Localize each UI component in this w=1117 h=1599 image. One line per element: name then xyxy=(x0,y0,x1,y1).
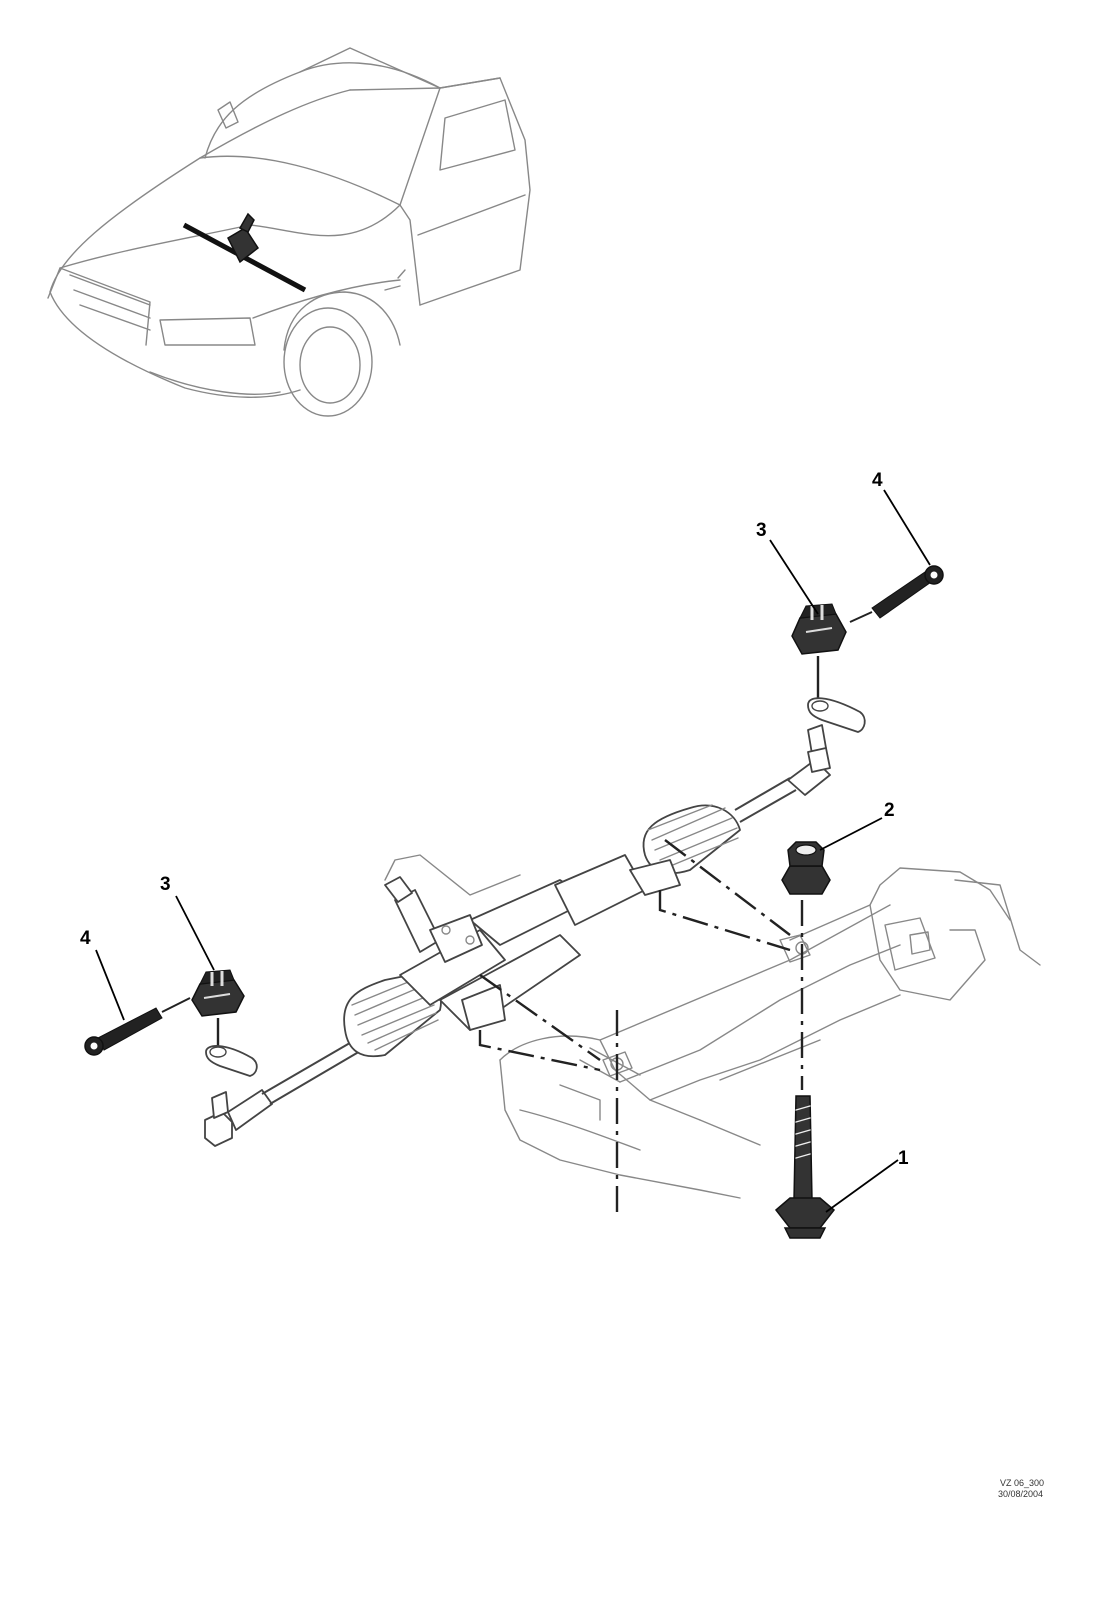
part-3-castle-nut-left xyxy=(175,895,258,1077)
assembly-lines xyxy=(478,839,804,1215)
callout-4-cotter-pin-left: 4 xyxy=(80,928,91,949)
right-bellows-boot xyxy=(642,804,741,875)
drawing-reference: VZ 06_300 30/08/2004 xyxy=(998,1478,1044,1499)
drawing-date: 30/08/2004 xyxy=(998,1489,1043,1499)
part-4-cotter-pin-left xyxy=(84,949,191,1056)
vehicle-location-view xyxy=(47,47,531,417)
callout-1-bolt: 1 xyxy=(898,1148,909,1169)
callout-4-cotter-pin-right: 4 xyxy=(872,470,883,491)
callout-3-castle-nut-left: 3 xyxy=(160,874,171,895)
steering-rack xyxy=(204,724,831,1147)
part-3-castle-nut-right xyxy=(769,539,866,733)
part-4-cotter-pin-right xyxy=(849,489,944,623)
part-1-bolt xyxy=(774,1095,899,1239)
callout-labels: 1 2 3 4 3 4 xyxy=(80,470,909,1169)
callout-2-nut: 2 xyxy=(884,800,895,821)
callout-3-castle-nut-right: 3 xyxy=(756,520,767,541)
drawing-code: VZ 06_300 xyxy=(1000,1478,1044,1488)
part-2-flange-nut xyxy=(781,817,883,895)
